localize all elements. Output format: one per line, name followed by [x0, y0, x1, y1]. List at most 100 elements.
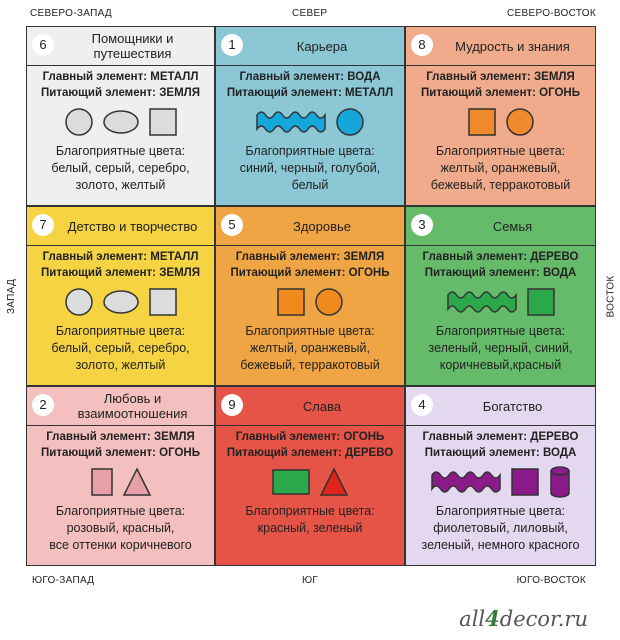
square-icon [148, 288, 177, 316]
main-element: Главный элемент: ДЕРЕВО [422, 431, 579, 443]
colors-label: Благоприятные цвета: [245, 504, 375, 518]
favorable-colors: Благоприятные цвета: желтый, оранжевый, бе… [410, 143, 591, 194]
favorable-colors: Благоприятные цвета:розовый, красный,все… [31, 503, 210, 554]
triangle-icon [122, 467, 151, 496]
colors-line: золото, желтый [75, 178, 166, 192]
label-north: СЕВЕР [292, 8, 328, 19]
colors-label: Благоприятные цвета: [245, 144, 375, 158]
element-shapes [406, 104, 595, 140]
cell-title: Слава [302, 398, 342, 414]
cell-title: Богатство [482, 398, 543, 414]
colors-line: фиолетовый, лиловый, [433, 521, 568, 535]
colors-line: желтый, оранжевый, [440, 161, 561, 175]
cell-elements: Главный элемент: ОГОНЬ Питающий элемент: … [218, 429, 402, 461]
cell-title: Детство и творчество [67, 218, 198, 234]
element-shapes [27, 284, 214, 320]
feeding-element: Питающий элемент: ВОДА [424, 267, 577, 279]
element-shapes [406, 284, 595, 320]
cell-number: 5 [221, 214, 243, 236]
element-shapes [216, 104, 404, 140]
label-southwest: ЮГО-ЗАПАД [32, 575, 95, 586]
colors-line: розовый, красный, [66, 521, 175, 535]
colors-line: красный, зеленый [257, 521, 363, 535]
circle-icon [64, 108, 93, 136]
main-element: Главный элемент: ОГОНЬ [235, 431, 385, 443]
feeding-element: Питающий элемент: ЗЕМЛЯ [41, 267, 200, 279]
rectangle-icon [272, 469, 310, 495]
colors-line: зеленый, черный, синий, [428, 341, 573, 355]
element-shapes [216, 284, 404, 320]
cell-header: 5 Здоровье [216, 207, 404, 246]
logo-pre: all [459, 607, 486, 631]
cell-header: 3 Семья [406, 207, 595, 246]
main-element: Главный элемент: ДЕРЕВО [422, 251, 579, 263]
feeding-element: Питающий элемент: ОГОНЬ [420, 87, 581, 99]
favorable-colors: Благоприятные цвета:синий, черный, голуб… [220, 143, 400, 194]
colors-line: белый, серый, серебро, [51, 161, 190, 175]
cell-header: 8 Мудрость и знания [406, 27, 595, 66]
colors-label: Благоприятные цвета: [55, 324, 186, 338]
colors-line: зеленый, немного красного [421, 538, 580, 552]
cell-elements: Главный элемент: ЗЕМЛЯ Питающий элемент: … [29, 429, 212, 461]
label-southeast: ЮГО-ВОСТОК [516, 575, 586, 586]
feeding-element: Питающий элемент: ОГОНЬ [230, 267, 390, 279]
feeding-element: Питающий элемент: ОГОНЬ [40, 447, 201, 459]
colors-line: золото, желтый [75, 358, 166, 372]
cell-number: 6 [32, 34, 54, 56]
cell-elements: Главный элемент: МЕТАЛЛ Питающий элемент:… [29, 249, 212, 281]
colors-line: белый, серый, серебро, [51, 341, 190, 355]
colors-label: Благоприятные цвета: [435, 144, 566, 158]
label-northeast: СЕВЕРО-ВОСТОК [507, 8, 596, 19]
wave-icon [446, 291, 517, 313]
favorable-colors: Благоприятные цвета:фиолетовый, лиловый,… [410, 503, 591, 554]
colors-line: бежевый, терракотовый [240, 358, 380, 372]
circle-icon [505, 108, 534, 136]
element-shapes [216, 464, 404, 500]
circle-icon [315, 288, 343, 316]
colors-label: Благоприятные цвета: [55, 144, 186, 158]
square-icon [277, 288, 305, 316]
cell-elements: Главный элемент: ДЕРЕВО Питающий элемент:… [408, 249, 593, 281]
cell-number: 3 [411, 214, 433, 236]
cell-title: Здоровье [292, 218, 352, 234]
favorable-colors: Благоприятные цвета: белый, серый, серебр… [31, 323, 210, 374]
favorable-colors: Благоприятные цвета:зеленый, черный, син… [410, 323, 591, 374]
main-element: Главный элемент: МЕТАЛЛ [42, 251, 199, 263]
cell-number: 8 [411, 34, 433, 56]
cell-title: Семья [492, 218, 533, 234]
logo-number: 4 [485, 606, 500, 631]
cell-header: 9 Слава [216, 387, 404, 426]
site-logo: all4decor.ru [459, 606, 588, 631]
cell-number: 2 [32, 394, 54, 416]
main-element: Главный элемент: ЗЕМЛЯ [46, 431, 195, 443]
element-shapes [27, 104, 214, 140]
colors-line: все оттенки коричневого [49, 538, 192, 552]
ellipse-icon [102, 290, 139, 314]
feeding-element: Питающий элемент: ДЕРЕВО [226, 447, 394, 459]
triangle-icon [319, 467, 349, 496]
colors-label: Благоприятные цвета: [245, 324, 375, 338]
colors-line: бежевый, терракотовый [430, 178, 571, 192]
label-east: ВОСТОК [605, 275, 617, 318]
square-icon [467, 108, 496, 136]
feeding-element: Питающий элемент: МЕТАЛЛ [226, 87, 394, 99]
favorable-colors: Благоприятные цвета: красный, зеленый [220, 503, 400, 537]
cylinder-icon [549, 466, 570, 498]
cell-title: Мудрость и знания [455, 38, 570, 54]
element-shapes [27, 464, 214, 500]
cell-number: 9 [221, 394, 243, 416]
wave-icon [430, 471, 501, 493]
circle-icon [64, 288, 93, 316]
